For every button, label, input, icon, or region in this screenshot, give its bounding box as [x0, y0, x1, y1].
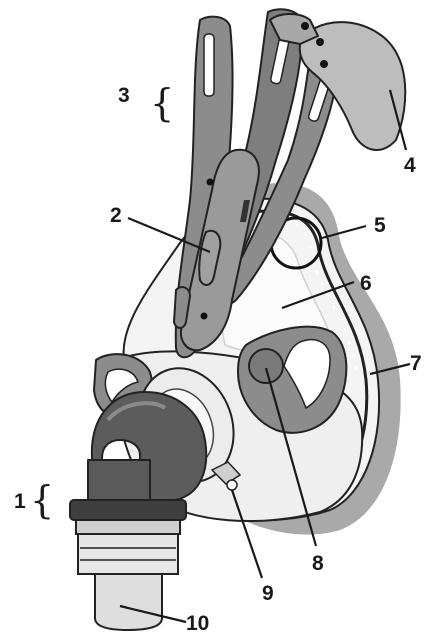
arm-pin-1 [207, 179, 214, 186]
callout-6: 6 [360, 272, 372, 295]
pad-pin-2 [316, 38, 324, 46]
strap-slot-left [204, 34, 214, 96]
swivel-collar-top [70, 500, 186, 520]
callout-2: 2 [110, 204, 122, 227]
callout-8: 8 [312, 552, 324, 575]
arm-pin-2 [201, 313, 208, 320]
elbow-body [88, 460, 150, 505]
callout-9: 9 [262, 582, 274, 605]
callout-7: 7 [410, 352, 422, 375]
clip-button-8 [249, 349, 283, 383]
swivel-collar-band [76, 520, 180, 534]
callout-5: 5 [374, 214, 386, 237]
swivel-lower [95, 574, 162, 630]
pad-pin-1 [301, 22, 309, 30]
callout-10: 10 [186, 612, 209, 635]
valve-knob [227, 480, 237, 490]
callout-4: 4 [404, 154, 416, 177]
swivel-upper [78, 534, 178, 574]
callout-1: 1 [14, 490, 26, 513]
pad-pin-3 [320, 60, 328, 68]
brace-1: { [30, 478, 54, 522]
brace-3: { [150, 81, 174, 125]
callout-3: 3 [118, 84, 130, 107]
